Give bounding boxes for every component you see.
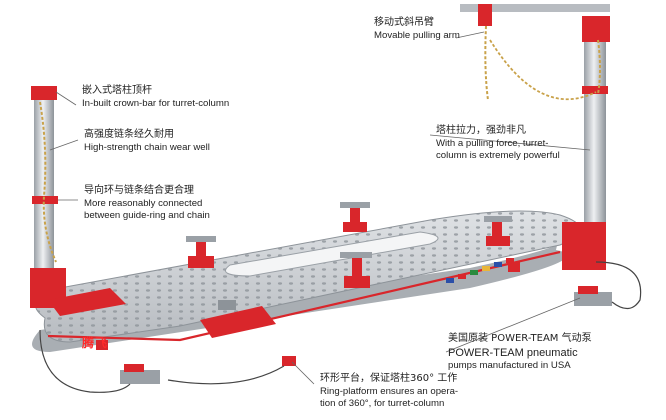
brand-logo-text: 腾飞 [82,336,109,350]
jack-stand-3 [340,252,372,288]
annotation-pulling-force-en-1: With a pulling force, turret- [436,137,549,149]
annotation-chain-en: High-strength chain wear well [84,141,210,153]
annotation-pump: 美国原装 POWER-TEAM 气动泵 POWER-TEAM pneumatic… [448,332,592,373]
right-column-base [562,222,606,270]
annotation-pump-en-2: pumps manufactured in USA [448,360,571,372]
annotation-ring-platform-en-1: Ring-platform ensures an opera- [320,385,459,397]
hose-left [39,329,131,393]
annotation-ring-platform-zh: 环形平台，保证塔柱360° 工作 [320,373,458,384]
right-column [584,40,606,262]
annotation-guide-ring-en-1: More reasonably connected [84,197,203,209]
right-column-top-cap [582,16,610,42]
left-clamp-2-jack [218,300,236,310]
annotation-pulling-force-en-2: column is extremely powerful [436,150,560,162]
annotation-pulling-arm-zh: 移动式斜吊臂 [374,17,434,28]
base-foot-center [282,356,296,366]
annotation-pulling-force: 塔柱拉力，强劲非凡 With a pulling force, turret- … [436,124,560,163]
annotation-pulling-force-zh: 塔柱拉力，强劲非凡 [436,125,526,136]
annotation-pulling-arm: 移动式斜吊臂 Movable pulling arm [374,16,460,42]
annotation-guide-ring-en-2: between guide-ring and chain [84,210,210,222]
platform-opening [225,231,439,277]
leader-pulling-arm [455,31,485,39]
annotation-chain-zh: 高强度链条经久耐用 [84,129,174,140]
jack-stand-4 [484,216,512,246]
annotation-crown-bar-zh: 嵌入式塔柱顶杆 [82,85,152,96]
annotation-pulling-arm-en: Movable pulling arm [374,29,460,41]
annotation-guide-ring: 导向环与链条结合更合理 More reasonably connected be… [84,184,210,223]
platform-red-stripe [47,250,561,342]
left-chain [39,101,57,263]
pump-right [574,286,612,306]
leader-pulling-force [429,134,591,151]
hose-right [595,261,642,310]
annotation-ring-platform-en-2: tion of 360°, for turret-column [320,398,445,410]
right-column-mid-ring [582,86,608,94]
annotation-chain: 高强度链条经久耐用 High-strength chain wear well [84,128,210,154]
annotation-ring-platform: 环形平台，保证塔柱360° 工作 Ring-platform ensures a… [320,372,458,411]
jack-stand-2 [340,202,370,232]
annotation-guide-ring-zh: 导向环与链条结合更合理 [84,185,194,196]
annotation-pump-zh: 美国原装 POWER-TEAM 气动泵 [448,333,592,344]
platform-holes [35,211,580,342]
jack-stand-1 [186,236,216,268]
leader-ring-platform [291,361,315,385]
annotation-crown-bar: 嵌入式塔柱顶杆 In-built crown-bar for turret-co… [82,84,229,110]
annotation-pump-en-1: POWER-TEAM pneumatic [448,346,578,359]
base-foot-left [96,340,108,350]
pulling-arm-chain-2 [489,39,597,101]
leader-pump [445,297,581,353]
left-clamp-2 [200,306,276,338]
leader-lines [49,31,591,385]
pulling-arm-head [478,4,492,26]
pulling-arm-chain [484,25,489,101]
pump-left [120,364,160,384]
left-column-top-cap [31,86,57,100]
left-clamp-1 [48,288,126,316]
left-column-mid-ring [32,196,58,204]
pulling-arm-bar [460,4,610,12]
base-foot-right [508,262,520,272]
hose-center [167,365,285,385]
annotation-crown-bar-en: In-built crown-bar for turret-column [82,97,230,109]
leader-chain [49,139,79,151]
leader-crown-bar [55,91,77,106]
flags-decoration [446,258,514,283]
